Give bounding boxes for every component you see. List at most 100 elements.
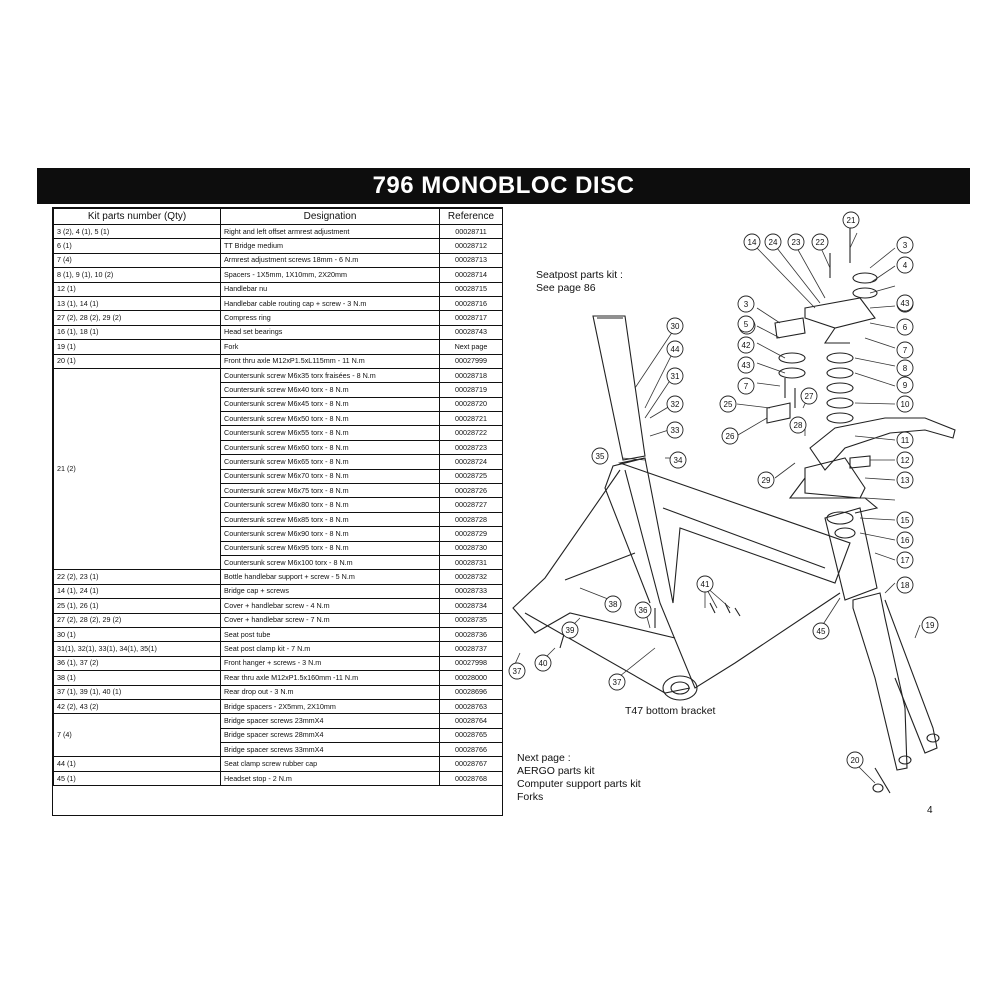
cell-kit: 20 (1) — [53, 353, 221, 369]
seatpost-note: Seatpost parts kit : See page 86 — [536, 269, 623, 295]
callout-bubble — [696, 575, 714, 593]
callout-label: 43 — [901, 299, 910, 308]
cell-reference: 00028715 — [439, 281, 503, 297]
col-header-kit: Kit parts number (Qty) — [53, 208, 221, 225]
cell-designation: Countersunk screw M6x65 torx - 8 N.m — [220, 454, 440, 470]
col-header-designation: Designation — [220, 208, 440, 225]
cell-kit: 8 (1), 9 (1), 10 (2) — [53, 267, 221, 283]
callout-label: 37 — [513, 667, 522, 676]
table-row: 7 (4)Armrest adjustment screws 18mm - 6 … — [53, 252, 503, 269]
cell-kit: 44 (1) — [53, 756, 221, 772]
cell-designation: Countersunk screw M6x40 torx - 8 N.m — [220, 382, 440, 398]
callout-bubble — [737, 356, 755, 374]
exploded-parts-diagram: 3456789101112131415161718192021222324252… — [508, 211, 956, 794]
cell-designation: Bridge cap + screws — [220, 583, 440, 600]
seatpost-note-line: See page 86 — [536, 282, 596, 294]
callout-leader-lines — [514, 232, 921, 784]
callout-bubble — [719, 395, 737, 413]
cell-designation: Handlebar cable routing cap + screw - 3 … — [220, 295, 440, 312]
callout-bubble — [789, 416, 807, 434]
title-bar: 796 MONOBLOC DISC — [37, 168, 970, 204]
cell-reference: 00028764 — [439, 713, 503, 729]
callout-label: 27 — [805, 392, 814, 401]
callout-label: 29 — [762, 476, 771, 485]
callout-label: 45 — [817, 627, 826, 636]
cell-designation: Rear thru axle M12xP1.5x160mm -11 N.m — [220, 670, 440, 686]
callout-label: 11 — [901, 436, 910, 445]
cell-kit: 30 (1) — [53, 626, 221, 643]
bottom-bracket-label: T47 bottom bracket — [625, 705, 716, 717]
callout-bubble — [787, 233, 805, 251]
cell-designation: Seat post tube — [220, 626, 440, 643]
callout-bubble — [896, 531, 914, 549]
cell-designation: Bridge spacer screws 23mmX4 — [220, 713, 440, 729]
callout-bubble — [737, 377, 755, 395]
cell-designation: Handlebar nu — [220, 281, 440, 297]
callout-label: 7 — [744, 382, 749, 391]
callout-bubble — [896, 318, 914, 336]
callout-label: 15 — [901, 516, 910, 525]
cell-designation: Countersunk screw M6x95 torx - 8 N.m — [220, 540, 440, 556]
callout-label: 28 — [794, 421, 803, 430]
callout-bubble — [634, 601, 652, 619]
callout-label: 33 — [671, 426, 680, 435]
cell-designation: Countersunk screw M6x75 torx - 8 N.m — [220, 483, 440, 499]
cell-reference: 00028713 — [439, 252, 503, 269]
callout-label: 18 — [901, 581, 910, 590]
cell-kit: 22 (2), 23 (1) — [53, 569, 221, 585]
cell-reference: 00028765 — [439, 727, 503, 744]
cell-reference: 00028726 — [439, 483, 503, 499]
callout-label: 34 — [674, 456, 683, 465]
callout-label: 5 — [744, 320, 749, 329]
cell-designation: Cover + handlebar screw - 4 N.m — [220, 598, 440, 614]
callout-label: 3 — [903, 241, 908, 250]
cell-designation: Headset stop - 2 N.m — [220, 770, 440, 787]
cell-reference: 00028743 — [439, 324, 503, 341]
cell-kit: 16 (1), 18 (1) — [53, 324, 221, 341]
callout-label: 44 — [671, 345, 680, 354]
table-row: 20 (1)Front thru axle M12xP1.5xL115mm - … — [53, 353, 503, 369]
cell-designation: Armrest adjustment screws 18mm - 6 N.m — [220, 252, 440, 269]
callout-bubble — [896, 511, 914, 529]
cell-reference: 00028731 — [439, 554, 503, 571]
cell-kit: 7 (4) — [53, 713, 221, 758]
callout-bubble — [666, 395, 684, 413]
cell-designation: Countersunk screw M6x35 torx fraisées - … — [220, 367, 440, 384]
callout-bubble — [842, 211, 860, 229]
callout-bubble — [896, 395, 914, 413]
table-row: 25 (1), 26 (1)Cover + handlebar screw - … — [53, 598, 503, 614]
cell-designation: Countersunk screw M6x90 torx - 8 N.m — [220, 526, 440, 542]
table-row: 3 (2), 4 (1), 5 (1)Right and left offset… — [53, 223, 503, 240]
cell-reference: 00028724 — [439, 454, 503, 470]
callout-label: 37 — [613, 678, 622, 687]
callout-bubble — [743, 233, 761, 251]
cell-designation: Fork — [220, 339, 440, 355]
cell-designation: Countersunk screw M6x55 torx - 8 N.m — [220, 425, 440, 441]
callout-label: 43 — [742, 361, 751, 370]
cell-designation: Countersunk screw M6x45 torx - 8 N.m — [220, 396, 440, 413]
table-row: 42 (2), 43 (2)Bridge spacers - 2X5mm, 2X… — [53, 698, 503, 715]
callout-label: 32 — [671, 400, 680, 409]
cell-reference: 00028000 — [439, 670, 503, 686]
callout-label: 36 — [639, 606, 648, 615]
callout-label: 31 — [671, 372, 680, 381]
cell-designation: Rear drop out - 3 N.m — [220, 684, 440, 700]
callout-label: 6 — [903, 323, 908, 332]
callout-bubble — [669, 451, 687, 469]
callout-bubble — [896, 551, 914, 569]
cell-reference: 00028768 — [439, 770, 503, 787]
cell-designation: Countersunk screw M6x50 torx - 8 N.m — [220, 411, 440, 427]
cell-reference: 00028734 — [439, 598, 503, 614]
callout-bubble — [896, 431, 914, 449]
callout-group: 3456789101112131415161718192021222324252… — [508, 211, 939, 769]
cell-designation: Bridge spacer screws 28mmX4 — [220, 727, 440, 744]
cell-designation: Front hanger + screws - 3 N.m — [220, 655, 440, 672]
cell-designation: Bottle handlebar support + screw - 5 N.m — [220, 569, 440, 585]
